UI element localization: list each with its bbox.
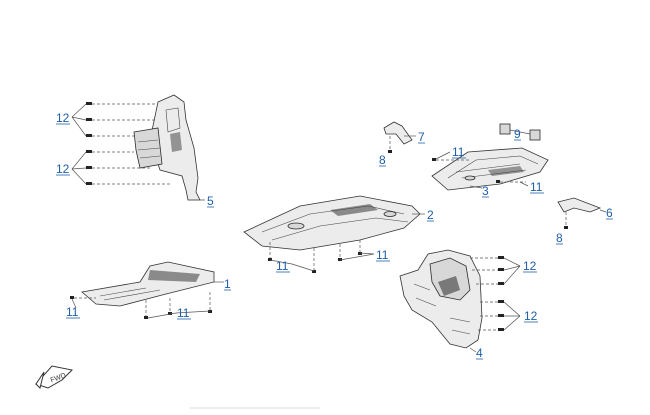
- callout-3: 3: [482, 184, 489, 198]
- fwd-arrow-icon: FWD: [35, 365, 74, 389]
- part-5-fasteners: [71, 102, 170, 185]
- callout-6: 6: [606, 206, 613, 220]
- part-3-fasteners: [432, 151, 529, 187]
- callout-7: 7: [418, 130, 425, 144]
- callout-8: 8: [556, 231, 563, 245]
- callout-11: 11: [452, 145, 465, 159]
- part-2-fasteners: [268, 240, 375, 273]
- callout-12: 12: [56, 111, 70, 125]
- callout-11: 11: [177, 306, 190, 320]
- callout-1: 1: [224, 277, 231, 291]
- callout-12: 12: [524, 309, 538, 323]
- callout-4: 4: [476, 346, 483, 360]
- part-9-clips: [499, 123, 541, 141]
- callout-2: 2: [427, 208, 434, 222]
- callout-11: 11: [530, 180, 543, 194]
- callout-5: 5: [207, 194, 214, 208]
- callout-8: 8: [379, 153, 386, 167]
- part-1-fasteners: [70, 292, 212, 319]
- callout-12: 12: [523, 259, 537, 273]
- part-2-floor-panel: [243, 195, 425, 251]
- callout-11: 11: [376, 248, 389, 262]
- part-6-bracket: [557, 197, 607, 229]
- callout-12: 12: [56, 162, 70, 176]
- part-4-fasteners: [470, 256, 521, 331]
- part-4-body-panel: [399, 249, 483, 353]
- part-3-rear-tray: [431, 147, 549, 191]
- part-7-bracket: [383, 121, 416, 153]
- part-1-skid-plate: [81, 261, 224, 307]
- part-5-body-panel: [133, 94, 205, 201]
- callout-11: 11: [276, 259, 289, 273]
- callout-9: 9: [514, 127, 521, 141]
- callout-11: 11: [66, 305, 79, 319]
- callout-labels: 12 12 5 2 11 11 1 11 11 7 8 9 11 3 11 6 …: [56, 111, 613, 360]
